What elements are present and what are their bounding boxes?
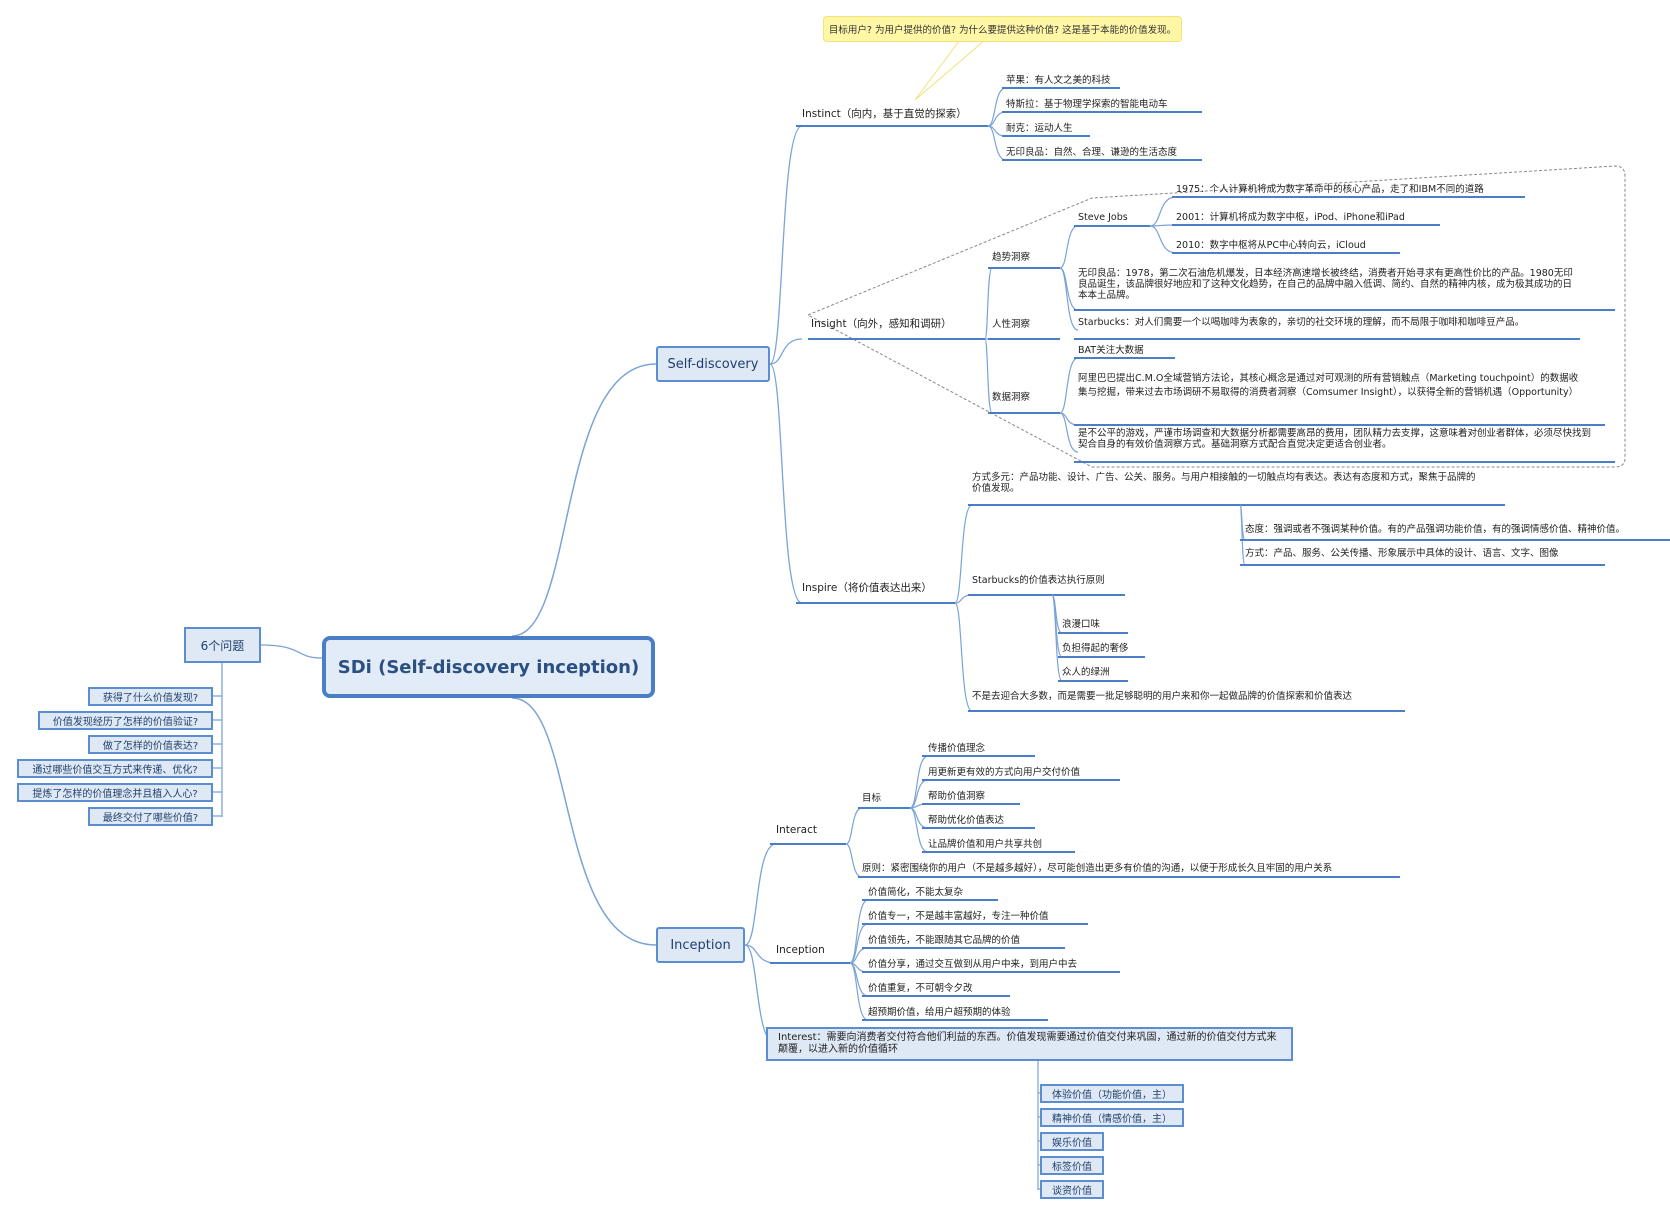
connector-29 <box>1059 267 1079 331</box>
interest-item[interactable]: 体验价值（功能价值，主） <box>1040 1084 1184 1103</box>
instinct-label[interactable]: Instinct（向内，基于直觉的探索） <box>802 108 967 120</box>
connector-0 <box>511 363 657 637</box>
starbucks-principle-item[interactable]: 浪漫口味 <box>1062 619 1101 630</box>
jobs-item[interactable]: 1975：个人计算机将成为数字革命中的核心产品，走了和IBM不同的道路 <box>1176 184 1484 195</box>
human-insight-label[interactable]: 人性洞察 <box>992 319 1031 330</box>
inspire-way-item[interactable]: 态度：强调或者不强调某种价值。有的产品强调功能价值，有的强调情感价值、精神价值。 <box>1245 524 1626 535</box>
questions-node[interactable]: 6个问题 <box>184 627 261 663</box>
question-item[interactable]: 价值发现经历了怎样的价值验证? <box>38 711 213 730</box>
callout-note: 目标用户? 为用户提供的价值? 为什么要提供这种价值? 这是基于本能的价值发现。 <box>823 16 1182 42</box>
branch-self-discovery[interactable]: Self-discovery <box>656 346 770 382</box>
steve-jobs-label[interactable]: Steve Jobs <box>1078 212 1128 223</box>
goal-item[interactable]: 用更新更有效的方式向用户交付价值 <box>928 767 1081 778</box>
connector-71 <box>909 755 929 809</box>
goal-label[interactable]: 目标 <box>862 793 882 804</box>
inception-item[interactable]: 价值分享，通过交互做到从用户中来，到用户中去 <box>868 959 1078 970</box>
data-insight-item[interactable]: 是不公平的游戏，严谨市场调查和大数据分析都需要高昂的费用，团队精力去支撑，这意味… <box>1078 428 1592 450</box>
connector-84 <box>849 923 869 964</box>
connector-23 <box>984 267 993 340</box>
inception-item[interactable]: 价值简化，不能太复杂 <box>868 887 964 898</box>
goal-item[interactable]: 让品牌价值和用户共享共创 <box>928 839 1043 850</box>
connector-14 <box>987 87 1007 127</box>
jobs-item[interactable]: 2010：数字中枢将从PC中心转向云，iCloud <box>1176 240 1366 251</box>
interest-item[interactable]: 谈资价值 <box>1040 1180 1104 1199</box>
interest-item[interactable]: 标签价值 <box>1040 1156 1104 1175</box>
connector-50 <box>954 602 973 712</box>
question-item[interactable]: 通过哪些价值交互方式来传递、优化? <box>17 759 213 778</box>
connector-64 <box>744 843 777 946</box>
connector-88 <box>849 962 869 1021</box>
principle-text[interactable]: 原则：紧密围绕你的用户（不是越多越好），尽可能创造出更多有价值的沟通，以便于形成… <box>862 863 1333 874</box>
data-insight-label[interactable]: 数据洞察 <box>992 392 1031 403</box>
inspire-tail-text[interactable]: 不是去迎合大多数，而是需要一批足够聪明的用户来和你一起做品牌的价值探索和价值表达 <box>972 691 1353 702</box>
interest-node[interactable]: Interest：需要向消费者交付符合他们利益的东西。价值发现需要通过价值交付来… <box>766 1027 1293 1061</box>
goal-item[interactable]: 帮助价值洞察 <box>928 791 986 802</box>
inception-item[interactable]: 价值领先，不能跟随其它品牌的价值 <box>868 935 1021 946</box>
connector-48 <box>954 504 973 604</box>
connector-75 <box>909 807 929 853</box>
central-topic[interactable]: SDi (Self-discovery inception) <box>322 636 655 698</box>
inception-item[interactable]: 超预期价值，给用户超预期的体验 <box>868 1007 1011 1018</box>
trend-insight-label[interactable]: 趋势洞察 <box>992 252 1031 263</box>
human-insight-text[interactable]: Starbucks：对人们需要一个以喝咖啡为表象的，亲切的社交环境的理解，而不局… <box>1078 317 1525 328</box>
connector-31 <box>1149 196 1177 227</box>
starbucks-principle-label[interactable]: Starbucks的价值表达执行原则 <box>972 575 1105 586</box>
connector-53 <box>1239 504 1246 566</box>
connector-43 <box>1059 412 1079 453</box>
inception-sub-label[interactable]: Inception <box>776 944 825 956</box>
callout-tail <box>914 39 987 101</box>
data-insight-item[interactable]: BAT关注大数据 <box>1078 345 1144 356</box>
instinct-item[interactable]: 苹果：有人文之美的科技 <box>1006 75 1111 86</box>
inception-item[interactable]: 价值专一，不是越丰富越好，专注一种价值 <box>868 911 1049 922</box>
inspire-label[interactable]: Inspire（将价值表达出来） <box>802 582 932 594</box>
connector-12 <box>769 363 803 604</box>
connector-17 <box>987 125 1007 161</box>
data-insight-item[interactable]: 阿里巴巴提出C.M.O全域营销方法论，其核心概念是通过对可观测的所有营销触点（M… <box>1078 373 1579 398</box>
interest-item[interactable]: 娱乐价值 <box>1040 1132 1104 1151</box>
instinct-item[interactable]: 耐克：运动人生 <box>1006 123 1073 134</box>
inspire-ways-text[interactable]: 方式多元：产品功能、设计、广告、公关、服务。与用户相接触的一切触点均有表达。表达… <box>972 472 1476 494</box>
branch-inception[interactable]: Inception <box>656 927 745 963</box>
inception-item[interactable]: 价值重复，不可朝令夕改 <box>868 983 973 994</box>
connector-59 <box>1051 594 1063 682</box>
connector-65 <box>744 944 777 964</box>
connector-69 <box>845 843 863 878</box>
starbucks-principle-item[interactable]: 众人的绿洲 <box>1062 667 1110 678</box>
question-item[interactable]: 做了怎样的价值表达? <box>88 735 213 754</box>
interact-label[interactable]: Interact <box>776 824 817 836</box>
jobs-item[interactable]: 2001：计算机将成为数字中枢，iPod、iPhone和iPad <box>1176 212 1405 223</box>
connector-28 <box>1059 267 1079 311</box>
connector-10 <box>769 125 803 365</box>
connector-1 <box>511 697 657 946</box>
connector-33 <box>1149 225 1177 254</box>
instinct-item[interactable]: 特斯拉：基于物理学探索的智能电动车 <box>1006 99 1168 110</box>
instinct-item[interactable]: 无印良品：自然、合理、谦逊的生活态度 <box>1006 147 1178 158</box>
interest-item[interactable]: 精神价值（情感价值，主） <box>1040 1108 1184 1127</box>
question-item[interactable]: 最终交付了哪些价值? <box>88 807 213 826</box>
connector-68 <box>845 807 863 845</box>
connector-41 <box>1059 357 1079 414</box>
starbucks-principle-item[interactable]: 负担得起的奢侈 <box>1062 643 1129 654</box>
goal-item[interactable]: 帮助优化价值表达 <box>928 815 1005 826</box>
connector-11 <box>769 338 803 365</box>
question-item[interactable]: 提炼了怎样的价值理念并且植入人心? <box>17 783 213 802</box>
connector-25 <box>984 338 993 414</box>
connector-2 <box>260 644 323 659</box>
muji-trend-text[interactable]: 无印良品：1978，第二次石油危机爆发，日本经济高速增长被终结，消费者开始寻求有… <box>1078 268 1573 301</box>
inspire-way-item[interactable]: 方式：产品、服务、公关传播、形象展示中具体的设计、语言、文字、图像 <box>1245 548 1559 559</box>
insight-label[interactable]: Insight（向外，感知和调研） <box>811 318 952 330</box>
goal-item[interactable]: 传播价值理念 <box>928 743 986 754</box>
question-item[interactable]: 获得了什么价值发现? <box>88 687 213 706</box>
connector-27 <box>1059 225 1079 269</box>
insight-region <box>806 165 1626 468</box>
